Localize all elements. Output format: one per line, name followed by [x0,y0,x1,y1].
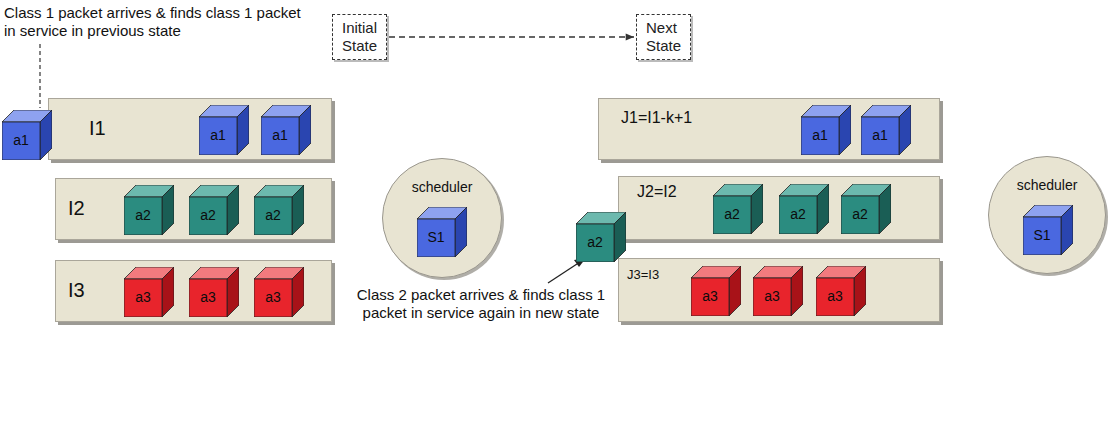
packet-cube: S1 [1023,205,1073,255]
packet-label: a3 [753,278,791,316]
node-label: scheduler [383,179,501,195]
packet-cube: a3 [691,266,741,316]
queue-panel: J2=I2 a2 a2 a2 [618,176,940,240]
queue-label: I1 [89,117,106,140]
packet-label: a2 [779,196,817,234]
packet-label: a1 [801,117,839,155]
state-transition-arrow [389,33,634,40]
packet-cube: a2 [841,184,891,234]
packet-cube: a3 [816,266,866,316]
packet-cube: a2 [713,184,763,234]
callout-note: Class 1 packet arrives & finds class 1 p… [4,4,304,40]
leader-line [39,44,40,108]
packet-label: a3 [254,279,292,317]
packet-label: a1 [861,117,899,155]
packet-label: S1 [1023,217,1061,255]
packet-label: S1 [417,219,455,257]
queue-label: J2=I2 [637,183,677,201]
packet-cube: a3 [753,266,803,316]
packet-cube: a3 [189,267,239,317]
node-label: Initial State [342,19,377,55]
packet-cube: a1 [2,110,52,160]
node-label: scheduler [989,177,1105,193]
packet-cube: a2 [254,185,304,235]
queue-panel: I3 a3 a3 a3 [55,260,332,322]
packet-cube: a1 [801,105,851,155]
packet-cube: a2 [124,185,174,235]
packet-label: a3 [691,278,729,316]
packet-label: a2 [841,196,879,234]
packet-label: a1 [2,122,40,160]
packet-cube: a1 [861,105,911,155]
queue-panel: J3=I3 a3 a3 a3 [618,258,940,322]
packet-cube: a3 [124,267,174,317]
packet-cube: a2 [189,185,239,235]
callout-note: Class 2 packet arrives & finds class 1 p… [350,286,612,322]
packet-label: a2 [189,197,227,235]
packet-label: a1 [199,117,237,155]
queue-label: I2 [68,197,85,220]
packet-label: a3 [816,278,854,316]
packet-label: a1 [261,117,299,155]
packet-cube: a2 [576,212,626,262]
queue-panel: J1=I1-k+1 a1 a1 [598,98,940,160]
packet-cube: a1 [199,105,249,155]
queue-label: J3=I3 [627,267,659,282]
leader-arrow [548,262,580,283]
packet-label: a2 [713,196,751,234]
packet-label: a3 [124,279,162,317]
packet-cube: S1 [417,207,467,257]
packet-label: a3 [189,279,227,317]
packet-cube: a2 [779,184,829,234]
scheduler-circle: schedulerS1 [988,156,1106,274]
state-box: Initial State [332,14,387,60]
node-label: Next State [646,19,681,55]
packet-label: a2 [576,224,614,262]
queue-panel: I1 a1 a1 [48,98,332,160]
packet-cube: a1 [261,105,311,155]
state-box: Next State [636,14,691,60]
packet-cube: a3 [254,267,304,317]
scheduler-circle: schedulerS1 [382,158,502,278]
queue-panel: I2 a2 a2 a2 [55,178,332,240]
packet-label: a2 [254,197,292,235]
packet-label: a2 [124,197,162,235]
queue-label: J1=I1-k+1 [621,109,692,127]
queue-label: I3 [68,279,85,302]
